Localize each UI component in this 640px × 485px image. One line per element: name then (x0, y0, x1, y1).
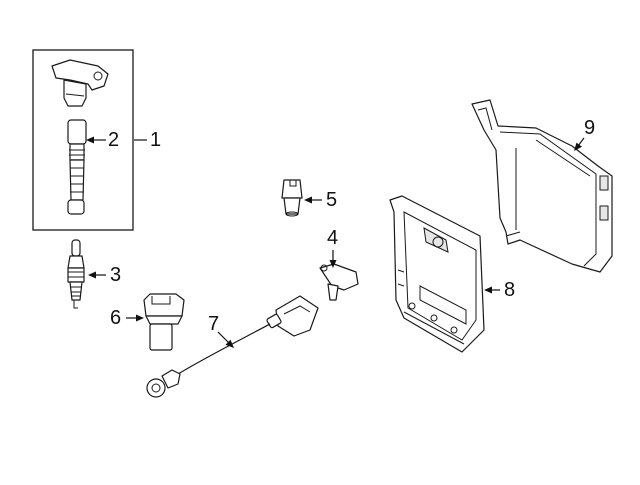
crankshaft-sensor (143, 293, 185, 351)
leader-lines (86, 136, 585, 348)
small-sensor (281, 179, 303, 217)
callout-9: 9 (584, 117, 596, 139)
callout-3: 3 (110, 264, 122, 286)
callout-5: 5 (326, 189, 338, 211)
callout-1: 1 (150, 129, 162, 151)
angled-sensor (319, 263, 359, 301)
callout-7: 7 (208, 313, 220, 335)
spark-plug (67, 239, 85, 309)
assembly-group-box (32, 49, 134, 231)
callout-2: 2 (108, 129, 120, 151)
ignition-coil (51, 59, 109, 215)
oxygen-sensor (146, 295, 319, 398)
callout-4: 4 (327, 227, 339, 249)
callout-8: 8 (504, 279, 516, 301)
module-bracket (471, 99, 613, 273)
engine-control-module (389, 195, 485, 353)
callout-6: 6 (110, 307, 122, 329)
